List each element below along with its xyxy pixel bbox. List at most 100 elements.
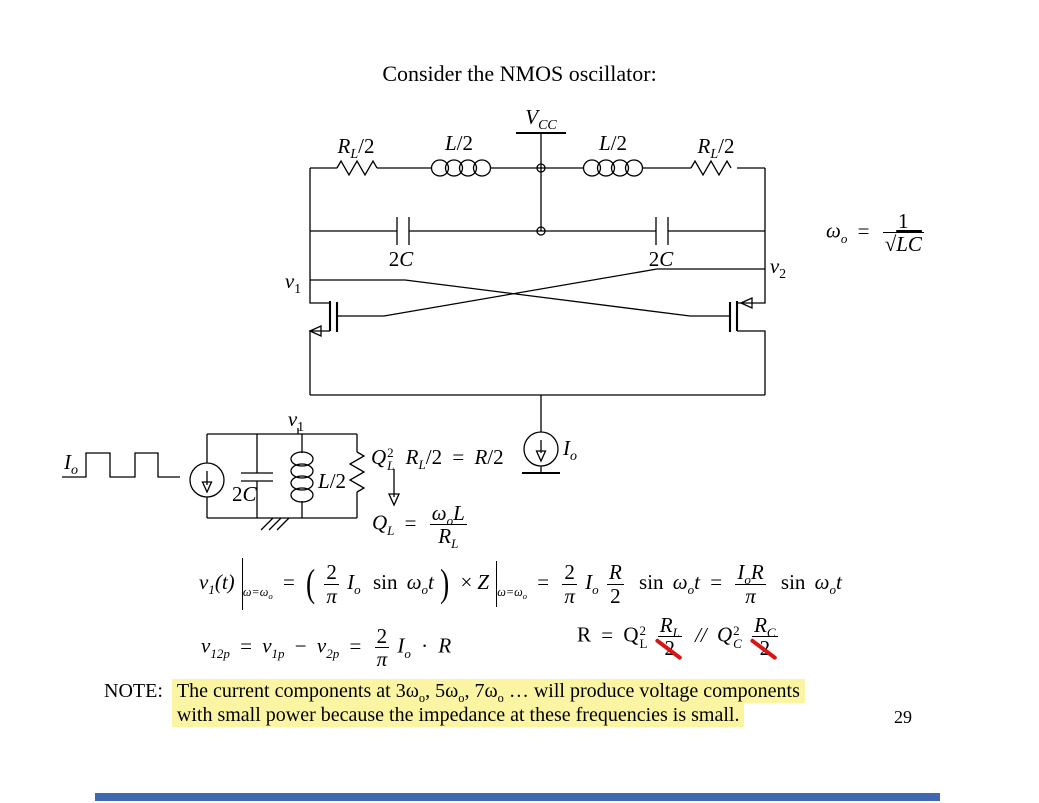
note-text-segment: The current components at 3ω bbox=[176, 680, 419, 702]
math-token: o bbox=[522, 590, 528, 601]
square-wave bbox=[62, 452, 180, 478]
math-token: (t) bbox=[214, 569, 235, 594]
math-token: 2 bbox=[374, 625, 390, 649]
inductor-left bbox=[430, 159, 492, 177]
math-token: sin bbox=[372, 569, 398, 594]
math-token: π bbox=[564, 583, 575, 608]
cap-right-label: 2C bbox=[649, 247, 675, 271]
math-token: R bbox=[754, 613, 767, 637]
math-token: 2p bbox=[326, 645, 340, 661]
math-token: o bbox=[592, 582, 599, 597]
math-token: √LC bbox=[883, 233, 924, 255]
highlighted-line: The current components at 3ωo, 5ωo, 7ωo … bbox=[171, 679, 805, 704]
math-token: C bbox=[733, 635, 742, 651]
math-token: 2 bbox=[562, 561, 577, 585]
nmos-right bbox=[728, 296, 766, 395]
tail-current-source bbox=[522, 395, 560, 475]
current-source bbox=[189, 434, 225, 518]
math-token: ω bbox=[672, 569, 688, 594]
math-token: 2 bbox=[658, 637, 682, 660]
evaluation-bar bbox=[496, 561, 498, 607]
l2-left-label: L/2 bbox=[444, 131, 473, 155]
math-token: ωoL bbox=[429, 501, 467, 529]
math-token: · bbox=[421, 633, 429, 658]
math-token: RL bbox=[657, 613, 682, 639]
math-token: v bbox=[199, 569, 209, 594]
math-token: π bbox=[326, 583, 337, 608]
fraction: 1 √LC bbox=[882, 210, 924, 256]
note-text-segment: , 7ω bbox=[464, 680, 498, 702]
math-token: Z bbox=[477, 569, 490, 594]
math-token: ω=ω bbox=[497, 585, 523, 600]
radical-sign: √ bbox=[884, 232, 897, 257]
math-token: ω bbox=[826, 218, 841, 243]
math-token: ω bbox=[431, 501, 447, 525]
math-token: v bbox=[316, 633, 327, 658]
math-token: Q bbox=[371, 445, 387, 469]
equivalent-half-circuit bbox=[62, 428, 366, 531]
math-token: ω=ω bbox=[242, 585, 269, 600]
math-token: sin bbox=[780, 569, 806, 594]
implication-arrow bbox=[387, 469, 401, 507]
math-token: o bbox=[446, 513, 454, 529]
right-rail bbox=[737, 168, 766, 304]
math-token: = bbox=[282, 569, 295, 594]
math-token: I bbox=[585, 569, 593, 594]
math-token: L bbox=[639, 635, 648, 651]
math-token: = bbox=[240, 633, 252, 658]
note-block: NOTE: The current components at 3ωo, 5ωo… bbox=[104, 679, 805, 727]
math-token: /2 bbox=[487, 445, 504, 469]
v2-label: v2 bbox=[770, 254, 786, 282]
math-token: t bbox=[694, 569, 700, 594]
math-token: o bbox=[404, 645, 411, 661]
math-token: π bbox=[376, 647, 388, 672]
math-token: LC bbox=[896, 232, 922, 257]
main-circuit bbox=[308, 131, 766, 507]
math-token: × bbox=[460, 569, 473, 594]
math-token: o bbox=[354, 582, 361, 597]
resistor-right bbox=[690, 159, 732, 177]
right-paren: ) bbox=[440, 560, 450, 605]
fraction: RL 2 bbox=[657, 613, 682, 660]
evaluation-bar bbox=[241, 558, 243, 610]
math-token: 1 bbox=[882, 210, 924, 234]
math-token: I bbox=[737, 560, 745, 585]
math-token: /2 bbox=[425, 445, 443, 469]
note-text: The current components at 3ωo, 5ωo, 7ωo … bbox=[171, 679, 805, 727]
math-token: ω bbox=[406, 569, 422, 594]
schematic-labels: VCC RL/2 RL/2 L/2 L/2 2C 2C v1 v2 Io Io … bbox=[63, 105, 786, 506]
math-token: RL bbox=[430, 524, 467, 550]
math-token: L bbox=[418, 457, 426, 473]
math-token: o bbox=[840, 230, 848, 246]
note-text-segment: , 5ω bbox=[425, 680, 459, 702]
math-token: = bbox=[349, 633, 362, 658]
math-token: 2 bbox=[639, 622, 647, 638]
math-token: = bbox=[601, 622, 614, 647]
left-paren: ( bbox=[306, 560, 316, 605]
resistor-tank bbox=[348, 434, 366, 518]
vcc-label: VCC bbox=[525, 105, 557, 133]
io-label-main: Io bbox=[562, 436, 577, 464]
math-token: L bbox=[451, 536, 459, 552]
math-token: Q bbox=[372, 510, 388, 535]
l2-right-label: L/2 bbox=[598, 131, 627, 155]
math-token: = bbox=[710, 569, 723, 594]
math-token: R bbox=[438, 524, 452, 549]
crossed-out-two: 2 bbox=[759, 636, 771, 661]
equation-resonant-frequency: ωo = 1 √LC bbox=[826, 210, 927, 256]
math-token: R bbox=[659, 613, 673, 637]
math-token: = bbox=[452, 445, 465, 469]
math-token: 2 bbox=[387, 445, 394, 461]
page-title: Consider the NMOS oscillator: bbox=[382, 61, 657, 86]
math-token: R bbox=[606, 560, 624, 585]
page-number: 29 bbox=[894, 707, 912, 727]
